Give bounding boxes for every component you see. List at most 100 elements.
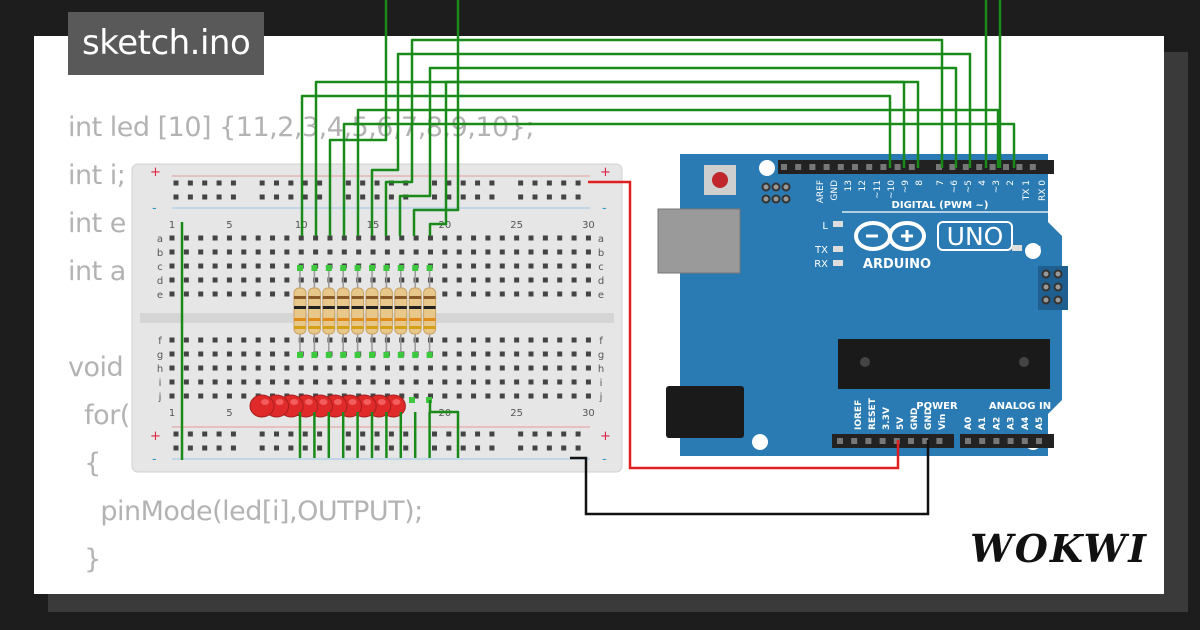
breadboard-hole xyxy=(499,337,505,343)
rail-hole xyxy=(561,194,567,200)
breadboard-hole xyxy=(528,249,534,255)
header-pin[interactable] xyxy=(1016,164,1023,170)
header-pin[interactable] xyxy=(979,438,986,444)
header-pin[interactable] xyxy=(837,438,843,444)
resistor-band xyxy=(294,306,306,309)
header-pin[interactable] xyxy=(781,164,787,170)
header-pin[interactable] xyxy=(922,438,929,444)
breadboard-hole xyxy=(442,365,448,371)
reset-button-cap[interactable] xyxy=(712,172,728,188)
resistor-band xyxy=(322,326,335,329)
icsp-pin xyxy=(1053,269,1063,279)
rail-hole xyxy=(173,445,179,451)
header-pin[interactable] xyxy=(866,164,873,170)
resistor-band xyxy=(380,326,393,329)
breadboard-hole xyxy=(212,235,218,241)
header-pin[interactable] xyxy=(936,164,942,170)
resistor-band xyxy=(308,296,321,299)
breadboard-hole xyxy=(413,393,419,399)
breadboard-hole xyxy=(183,351,189,357)
resistor-bottom-pin xyxy=(354,352,361,358)
header-pin[interactable] xyxy=(823,164,830,170)
resistor-band xyxy=(409,318,422,321)
header-pin[interactable] xyxy=(1021,438,1028,444)
led-rx-label: RX xyxy=(814,259,828,270)
header-pin[interactable] xyxy=(795,164,802,170)
header-pin[interactable] xyxy=(949,164,956,170)
row-letter: f xyxy=(599,336,603,347)
resistor-band xyxy=(380,296,393,299)
rail-hole xyxy=(518,194,524,200)
header-pin[interactable] xyxy=(965,438,971,444)
breadboard-hole xyxy=(571,249,577,255)
header-pin[interactable] xyxy=(852,164,858,170)
breadboard-hole xyxy=(442,249,448,255)
column-number: 30 xyxy=(582,220,595,231)
rail-hole xyxy=(561,431,567,437)
header-pin[interactable] xyxy=(908,438,914,444)
file-title-tab[interactable]: sketch.ino xyxy=(68,12,265,75)
header-pin[interactable] xyxy=(976,164,983,170)
breadboard-hole xyxy=(542,249,548,255)
header-pin[interactable] xyxy=(809,164,816,170)
led-pin xyxy=(409,397,415,403)
breadboard-hole xyxy=(528,291,534,297)
breadboard-hole xyxy=(557,379,563,385)
header-pin[interactable] xyxy=(1036,438,1042,444)
header-pin[interactable] xyxy=(880,164,887,170)
breadboard-hole xyxy=(456,291,462,297)
resistor-band xyxy=(322,296,335,299)
header-pin[interactable] xyxy=(989,164,996,170)
breadboard-hole xyxy=(255,291,261,297)
breadboard-hole xyxy=(284,365,290,371)
wires xyxy=(180,0,1016,516)
breadboard-hole xyxy=(399,277,405,283)
header-pin[interactable] xyxy=(879,438,886,444)
header-pin[interactable] xyxy=(962,164,969,170)
column-number: 20 xyxy=(438,408,451,419)
rail-hole xyxy=(317,194,323,200)
led-highlight xyxy=(363,399,372,405)
rail-hole xyxy=(446,194,452,200)
chip-notch xyxy=(860,357,870,367)
analog-pin-label: A1 xyxy=(978,417,988,430)
rail-hole xyxy=(360,194,366,200)
header-pin[interactable] xyxy=(1029,164,1036,170)
led-highlight xyxy=(261,399,269,405)
breadboard-hole xyxy=(198,291,204,297)
rail-hole xyxy=(230,445,236,451)
breadboard-hole xyxy=(341,277,347,283)
signal-wire xyxy=(300,94,892,236)
header-pin[interactable] xyxy=(993,438,1000,444)
header-pin-label: ~9 xyxy=(901,180,911,194)
resistor xyxy=(408,287,422,335)
breadboard-hole xyxy=(313,379,319,385)
breadboard-hole xyxy=(241,291,247,297)
rail-hole xyxy=(475,194,481,200)
power-pin-label: IOREF xyxy=(854,400,864,430)
on-label: ON xyxy=(1026,245,1041,256)
header-pin[interactable] xyxy=(1007,438,1014,444)
header-pin[interactable] xyxy=(1003,164,1009,170)
breadboard-hole xyxy=(413,379,419,385)
header-pin[interactable] xyxy=(908,164,915,170)
header-pin[interactable] xyxy=(865,438,872,444)
header-pin[interactable] xyxy=(837,164,844,170)
breadboard-hole xyxy=(384,249,390,255)
breadboard-hole xyxy=(212,263,218,269)
breadboard-hole xyxy=(298,365,304,371)
breadboard-hole xyxy=(241,393,247,399)
led-highlight xyxy=(392,399,401,405)
header-pin[interactable] xyxy=(936,438,943,444)
icsp-pin xyxy=(761,182,771,192)
rail-hole xyxy=(446,180,452,186)
code-background: int led [10] {11,2,3,4,5,6,7,8,9,10};int… xyxy=(68,104,534,584)
header-pin[interactable] xyxy=(851,438,858,444)
header-pin[interactable] xyxy=(894,164,901,170)
resistor-band xyxy=(351,296,364,299)
breadboard-hole xyxy=(456,277,462,283)
rail-hole xyxy=(274,180,280,186)
led-highlight xyxy=(319,399,328,405)
rail-hole xyxy=(403,431,409,437)
